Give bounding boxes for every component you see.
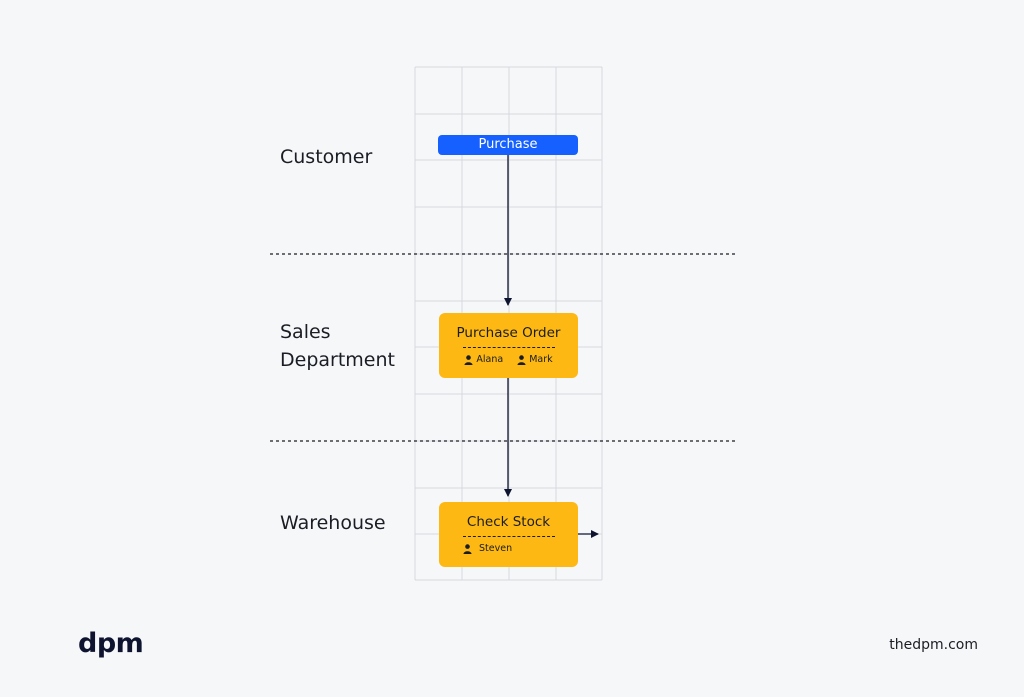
- owner-list: Steven: [439, 543, 578, 554]
- owner-name: Steven: [479, 543, 513, 554]
- site-url: thedpm.com: [889, 637, 978, 653]
- step-divider: [462, 536, 555, 537]
- owner-steven: Steven: [463, 543, 512, 554]
- owner-list: Alana Mark: [439, 354, 578, 365]
- person-icon: [463, 543, 472, 554]
- step-purchase: Purchase: [438, 135, 578, 155]
- step-check-stock-title: Check Stock: [466, 514, 551, 530]
- person-icon: [517, 354, 526, 365]
- owner-name: Mark: [529, 354, 553, 365]
- step-purchase-order-title: Purchase Order: [456, 325, 561, 341]
- step-purchase-title: Purchase: [478, 137, 538, 152]
- person-icon: [464, 354, 473, 365]
- owner-mark: Mark: [517, 354, 553, 365]
- owner-name: Alana: [476, 354, 504, 365]
- step-check-stock: Check Stock Steven: [439, 502, 578, 567]
- brand-logo: dpm: [78, 628, 144, 659]
- step-purchase-order: Purchase Order Alana Mark: [439, 313, 578, 378]
- step-divider: [462, 347, 555, 348]
- lane-label-warehouse: Warehouse: [280, 512, 386, 534]
- lane-label-customer: Customer: [280, 146, 373, 168]
- owner-alana: Alana: [464, 354, 503, 365]
- lane-label-sales-department: Sales Department: [280, 321, 395, 371]
